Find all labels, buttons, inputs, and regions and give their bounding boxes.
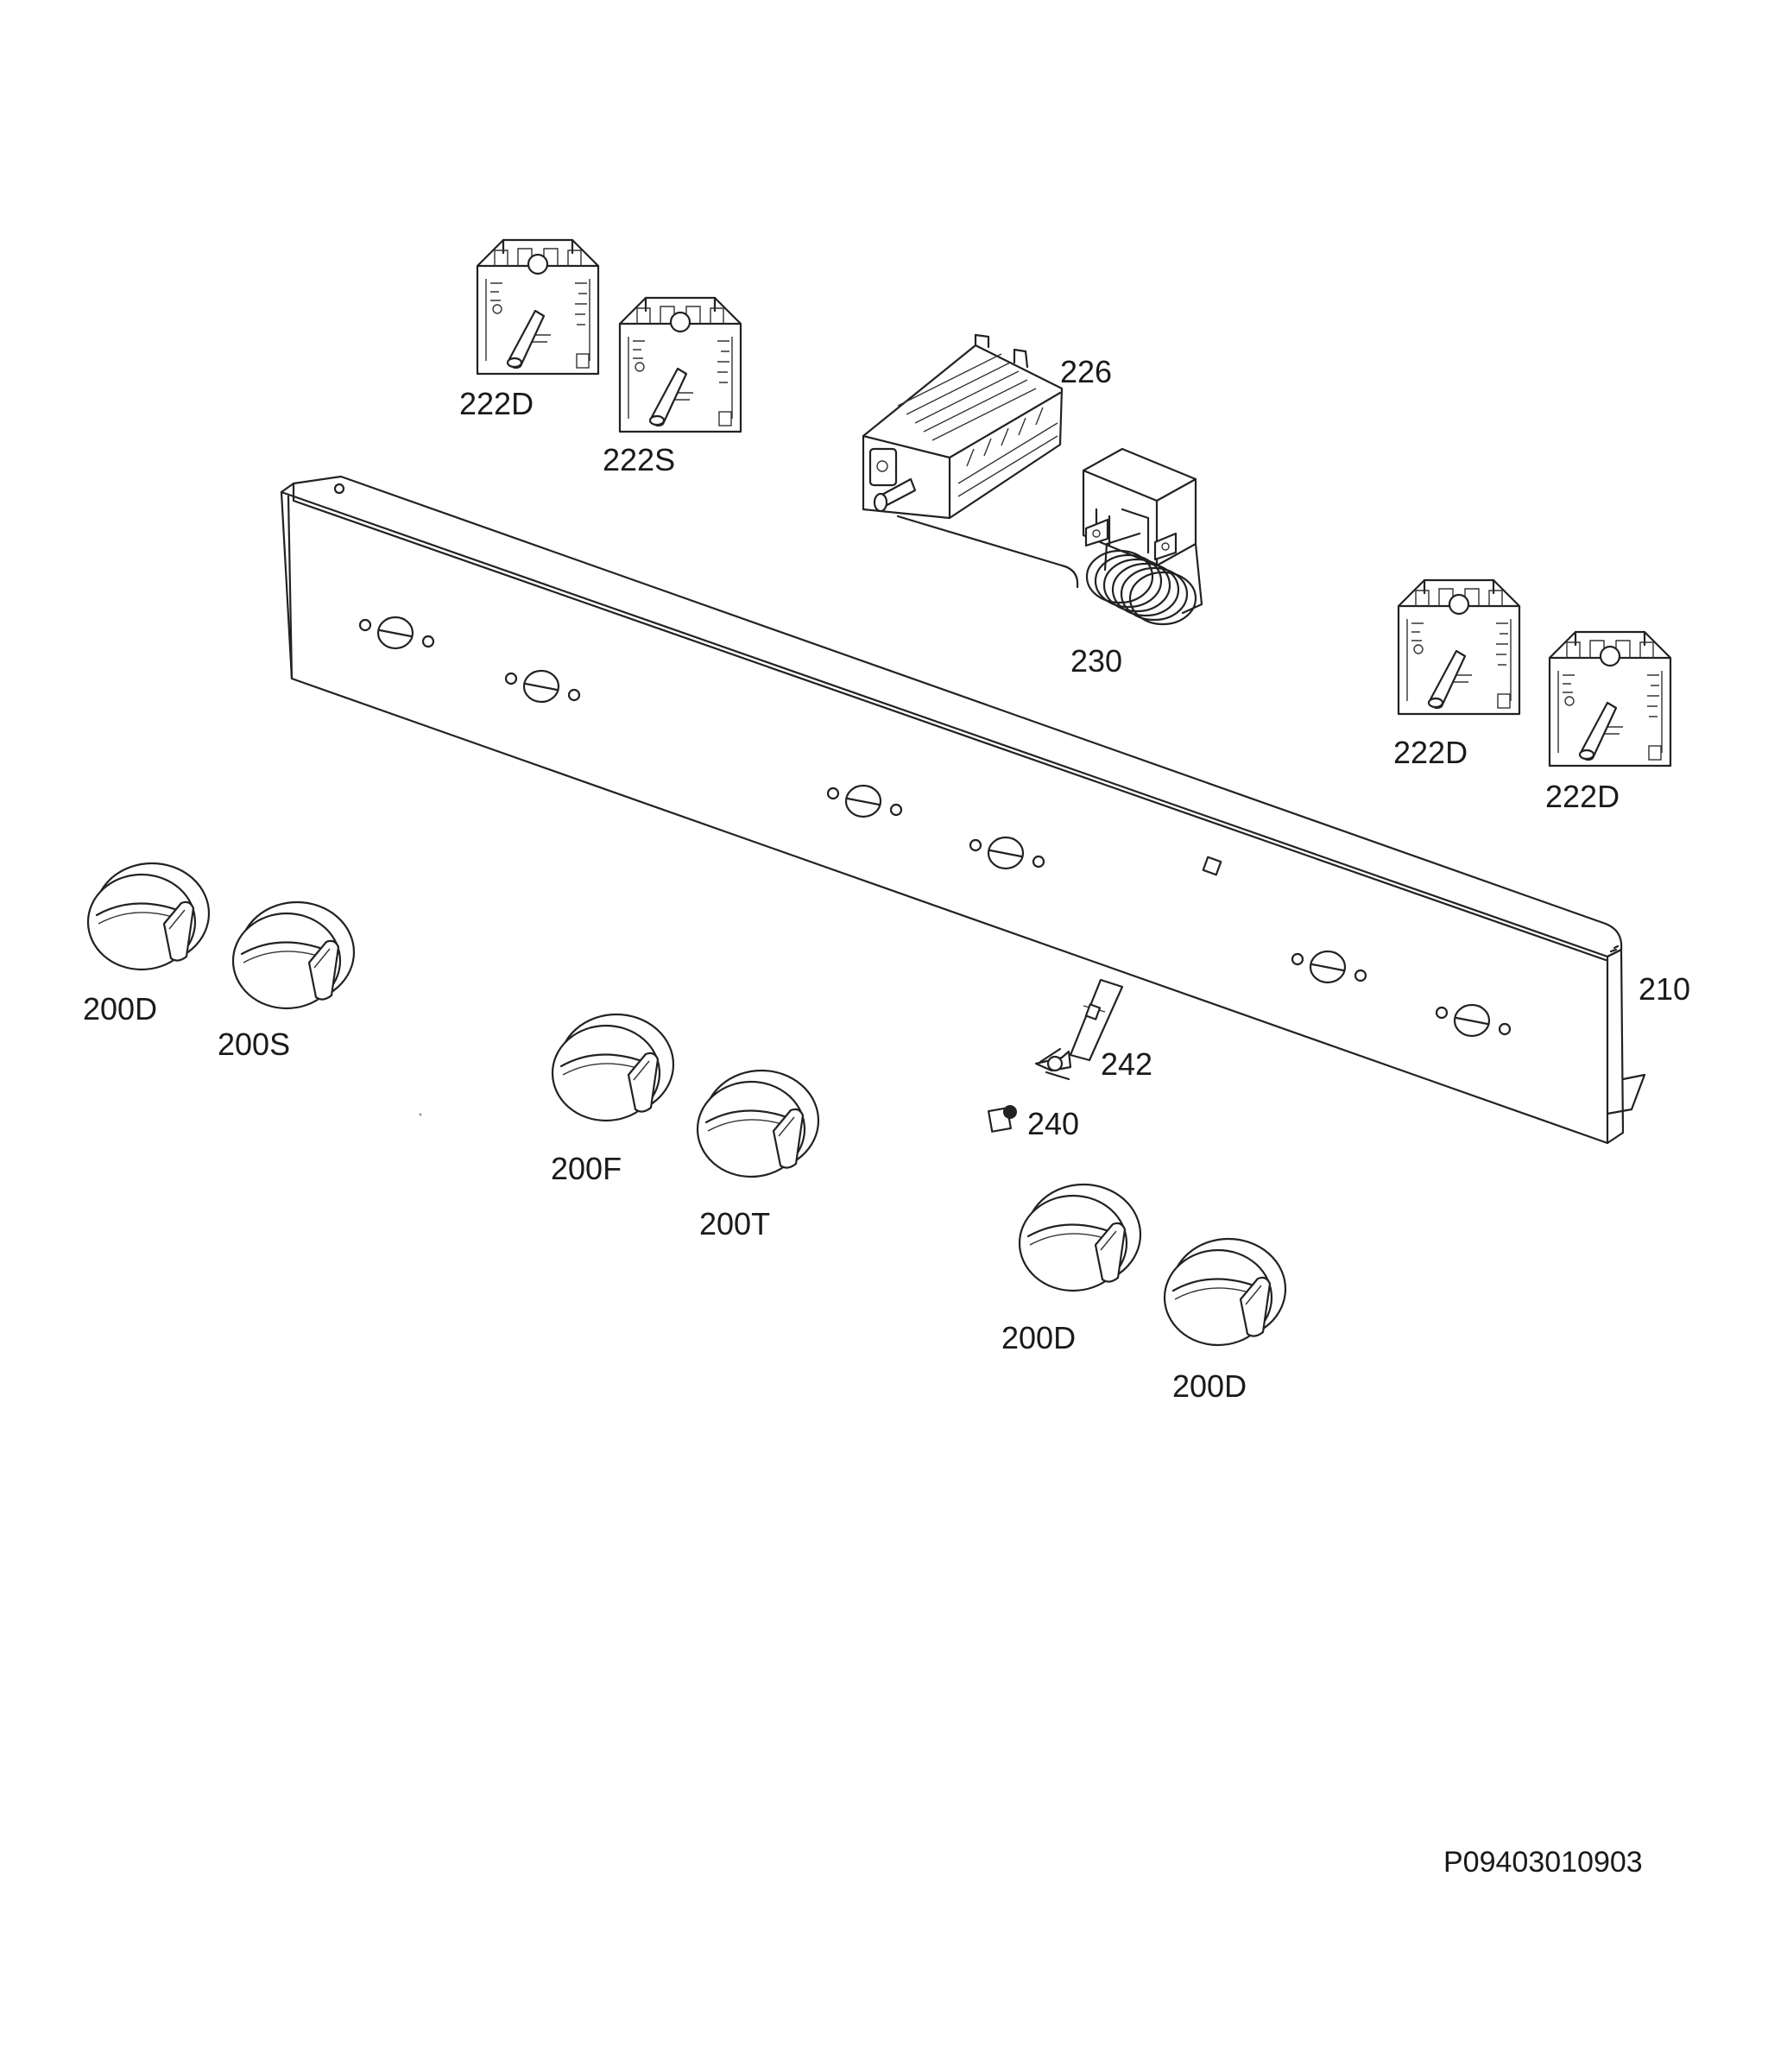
regulator-222d-upper <box>476 238 600 376</box>
label-knob-200d-2: 200D <box>1001 1320 1077 1355</box>
label-thermostat: 230 <box>1070 643 1123 679</box>
knob-200d-2 <box>1018 1183 1142 1292</box>
thermostat <box>1082 447 1203 626</box>
label-regulator-222d-right-1: 222D <box>1393 735 1468 770</box>
regulator-222d-right-1 <box>1397 578 1521 716</box>
label-knob-200s: 200S <box>218 1027 291 1062</box>
label-regulator-222d-upper: 222D <box>459 386 534 421</box>
regulator-222d-right-2 <box>1548 630 1672 768</box>
control-panel <box>280 475 1646 1145</box>
label-spring-clip: 240 <box>1027 1106 1080 1141</box>
label-knob-200t: 200T <box>699 1206 771 1241</box>
knob-200s <box>231 900 356 1010</box>
label-regulator-222d-right-2: 222D <box>1545 779 1620 814</box>
regulator-222s <box>618 296 742 433</box>
shaft-extension <box>1034 978 1124 1081</box>
knob-200d-3 <box>1163 1237 1287 1347</box>
label-control-panel: 210 <box>1639 971 1691 1007</box>
label-knob-200f: 200F <box>551 1151 622 1186</box>
label-knob-200d-1: 200D <box>83 991 158 1027</box>
label-shaft-extension: 242 <box>1101 1046 1153 1082</box>
label-regulator-222s: 222S <box>603 442 676 477</box>
selector-switch <box>862 333 1079 589</box>
spring-clip <box>987 1105 1017 1133</box>
label-selector-switch: 226 <box>1060 354 1113 389</box>
knob-200d-1 <box>86 862 211 971</box>
label-knob-200d-3: 200D <box>1172 1368 1247 1404</box>
drawing-number: P09403010903 <box>1443 1846 1643 1879</box>
knob-200t <box>696 1069 820 1178</box>
knob-200f <box>551 1013 675 1122</box>
